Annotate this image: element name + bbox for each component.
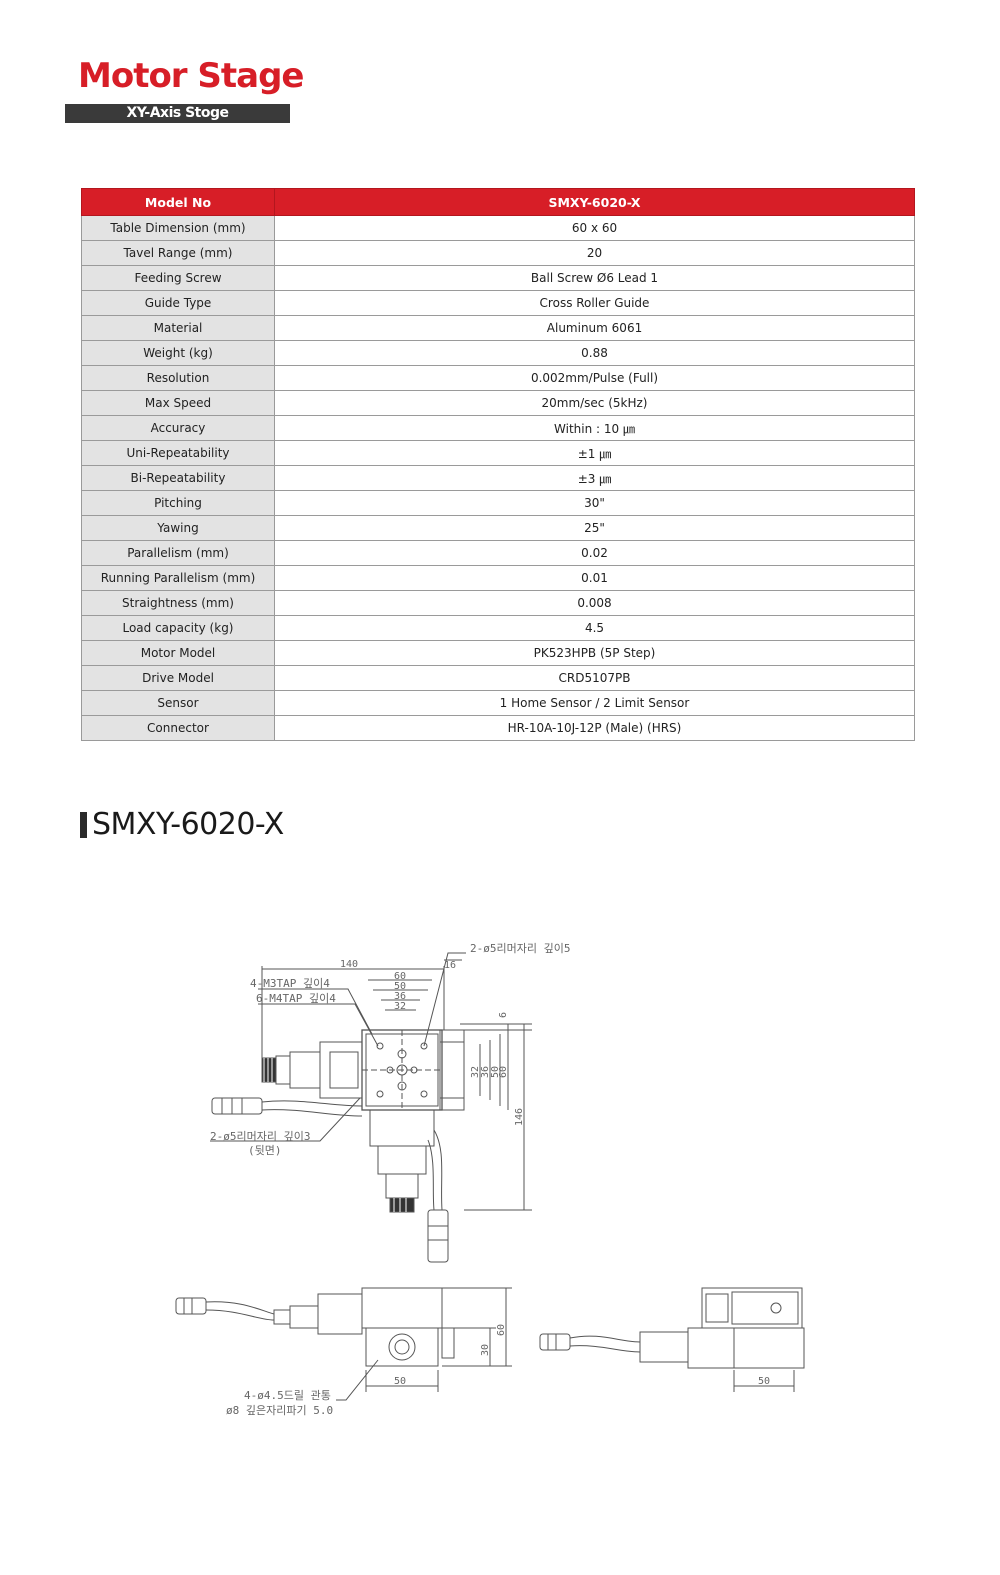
spec-header-value: SMXY-6020-X	[274, 188, 915, 216]
dim-v50: 50	[490, 1066, 501, 1078]
spec-value: 0.008	[274, 590, 915, 616]
dim-6: 6	[498, 1012, 509, 1018]
spec-label: Max Speed	[81, 390, 275, 416]
dim-h60: 60	[496, 1324, 507, 1336]
spec-label: Weight (kg)	[81, 340, 275, 366]
spec-label: Straightness (mm)	[81, 590, 275, 616]
spec-value: 20mm/sec (5kHz)	[274, 390, 915, 416]
spec-label: Material	[81, 315, 275, 341]
spec-value: 1 Home Sensor / 2 Limit Sensor	[274, 690, 915, 716]
spec-label: Bi-Repeatability	[81, 465, 275, 491]
spec-row: Uni-Repeatability±1 ㎛	[81, 440, 915, 466]
dim-v36: 36	[480, 1066, 491, 1078]
note-ream-bottom-sub: (뒷면)	[248, 1144, 282, 1157]
spec-row: Load capacity (kg)4.5	[81, 615, 915, 641]
spec-value: 0.88	[274, 340, 915, 366]
spec-value: CRD5107PB	[274, 665, 915, 691]
spec-row: Running Parallelism (mm)0.01	[81, 565, 915, 591]
spec-label: Parallelism (mm)	[81, 540, 275, 566]
note-m4tap: 6-M4TAP 깊이4	[256, 992, 336, 1005]
subtitle: XY-Axis Stoge	[126, 105, 229, 121]
heading-bar	[80, 812, 87, 838]
subtitle-bar: XY-Axis Stoge	[65, 104, 290, 123]
spec-row: Parallelism (mm)0.02	[81, 540, 915, 566]
spec-label: Sensor	[81, 690, 275, 716]
spec-value: Within : 10 ㎛	[274, 415, 915, 441]
spec-row: Straightness (mm)0.008	[81, 590, 915, 616]
spec-label: Yawing	[81, 515, 275, 541]
spec-value: 30"	[274, 490, 915, 516]
spec-value: 0.002mm/Pulse (Full)	[274, 365, 915, 391]
spec-value: 25"	[274, 515, 915, 541]
dim-50: 50	[394, 981, 406, 992]
spec-row: Tavel Range (mm)20	[81, 240, 915, 266]
spec-label: Feeding Screw	[81, 265, 275, 291]
spec-label: Connector	[81, 715, 275, 741]
model-title: SMXY-6020-X	[92, 807, 284, 842]
note-m3tap: 4-M3TAP 깊이4	[250, 977, 330, 990]
spec-label: Guide Type	[81, 290, 275, 316]
spec-value: 60 x 60	[274, 215, 915, 241]
spec-value: 0.02	[274, 540, 915, 566]
spec-value: 0.01	[274, 565, 915, 591]
spec-label: Resolution	[81, 365, 275, 391]
dim-60: 60	[394, 971, 406, 982]
spec-label: Pitching	[81, 490, 275, 516]
dim-b50: 50	[394, 1376, 406, 1387]
note-ream-top: 2-ø5리머자리 깊이5	[470, 942, 570, 955]
spec-label: Accuracy	[81, 415, 275, 441]
dim-32: 32	[394, 1001, 406, 1012]
spec-value: Cross Roller Guide	[274, 290, 915, 316]
drawing-svg: 140 60 50 36 32 16 6 32 36 50 60 146 30 …	[175, 942, 805, 1417]
spec-value: Ball Screw Ø6 Lead 1	[274, 265, 915, 291]
spec-value: 20	[274, 240, 915, 266]
spec-label: Running Parallelism (mm)	[81, 565, 275, 591]
spec-label: Drive Model	[81, 665, 275, 691]
note-drill: 4-ø4.5드릴 관통	[244, 1389, 331, 1402]
dim-h30: 30	[480, 1344, 491, 1356]
spec-label: Load capacity (kg)	[81, 615, 275, 641]
spec-row: Table Dimension (mm)60 x 60	[81, 215, 915, 241]
spec-row: Bi-Repeatability±3 ㎛	[81, 465, 915, 491]
spec-value: Aluminum 6061	[274, 315, 915, 341]
dim-140: 140	[340, 959, 358, 970]
note-counterbore: ø8 깊은자리파기 5.0	[226, 1404, 333, 1417]
dim-v32: 32	[470, 1066, 481, 1078]
spec-row: Weight (kg)0.88	[81, 340, 915, 366]
dim-36: 36	[394, 991, 406, 1002]
spec-label: Tavel Range (mm)	[81, 240, 275, 266]
page-title: Motor Stage	[78, 56, 304, 96]
note-ream-bottom: 2-ø5리머자리 깊이3	[210, 1130, 310, 1143]
spec-label: Motor Model	[81, 640, 275, 666]
spec-label: Uni-Repeatability	[81, 440, 275, 466]
technical-drawing: 140 60 50 36 32 16 6 32 36 50 60 146 30 …	[0, 930, 1000, 1430]
spec-value: 4.5	[274, 615, 915, 641]
dim-v146: 146	[514, 1108, 525, 1126]
spec-value: ±3 ㎛	[274, 465, 915, 491]
spec-table-header: Model No SMXY-6020-X	[81, 188, 915, 216]
dim-16: 16	[444, 960, 456, 971]
spec-header-label: Model No	[81, 188, 275, 216]
spec-value: ±1 ㎛	[274, 440, 915, 466]
spec-table: Model No SMXY-6020-X Table Dimension (mm…	[81, 188, 915, 741]
spec-label: Table Dimension (mm)	[81, 215, 275, 241]
dim-v60: 60	[498, 1066, 509, 1078]
spec-value: HR-10A-10J-12P (Male) (HRS)	[274, 715, 915, 741]
dim-r50: 50	[758, 1376, 770, 1387]
spec-value: PK523HPB (5P Step)	[274, 640, 915, 666]
